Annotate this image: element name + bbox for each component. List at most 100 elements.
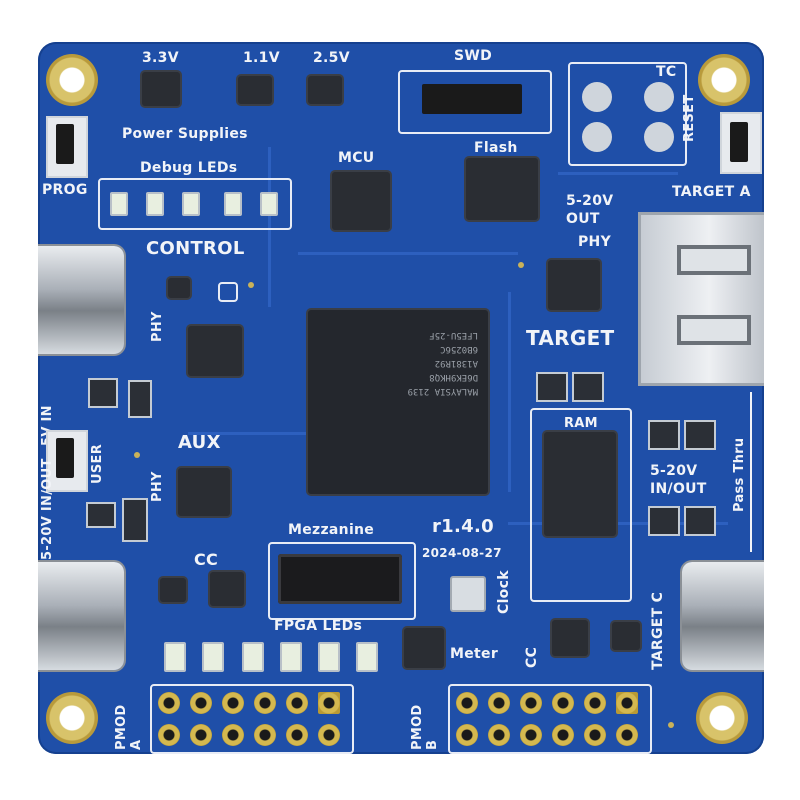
aux-usb-c-port[interactable]	[38, 562, 124, 670]
fpga-marking-line: A1381R92	[434, 358, 478, 368]
ram-chip	[544, 432, 616, 536]
pmod-pin	[222, 692, 244, 714]
regulator-3v3	[142, 72, 180, 106]
debug-leds-label: Debug LEDs	[140, 160, 238, 176]
usb-a-tongue	[677, 245, 751, 275]
pmod-pin	[520, 692, 542, 714]
aux-phy-chip	[178, 468, 230, 516]
rail-label-1v1: 1.1V	[243, 50, 280, 66]
pmod-b-header[interactable]	[452, 688, 648, 750]
control-label: CONTROL	[146, 238, 245, 259]
fpga-marking: MALAYSIA 2139 D6EK9HKQ8 A1381R92 6B0256C…	[328, 328, 478, 398]
fpga-led	[318, 642, 340, 672]
pmod-pin	[222, 724, 244, 746]
mezzanine-connector[interactable]	[278, 554, 402, 604]
capacitor	[648, 420, 680, 450]
via	[248, 282, 254, 288]
debug-led	[182, 192, 200, 216]
pmod-b-outline	[448, 684, 652, 754]
pmod-a-label: PMOD A	[114, 704, 144, 750]
target-c-label: TARGET C	[650, 591, 666, 670]
aux-label: AUX	[178, 432, 221, 453]
rail-label-3v3: 3.3V	[142, 50, 179, 66]
user-label: USER	[90, 443, 105, 484]
pmod-a-header[interactable]	[154, 688, 350, 750]
capacitor	[648, 506, 680, 536]
user-button[interactable]	[56, 438, 74, 478]
trace	[508, 522, 728, 525]
inductor	[128, 380, 152, 418]
target-c-usb-c-port[interactable]	[682, 562, 764, 670]
via	[668, 722, 674, 728]
tc-outline	[568, 62, 687, 166]
pmod-pin	[254, 692, 276, 714]
pmod-pin	[552, 692, 574, 714]
cc-label-left: CC	[194, 550, 219, 569]
target-a-label: TARGET A	[672, 184, 751, 200]
pmod-pin	[190, 724, 212, 746]
trace	[298, 252, 518, 255]
ram-label: RAM	[564, 416, 598, 431]
debug-led	[224, 192, 242, 216]
reset-button[interactable]	[730, 122, 748, 162]
inductor	[122, 498, 148, 542]
reset-label: RESET	[682, 94, 697, 142]
tc-pad[interactable]	[582, 82, 612, 112]
fpga-led	[242, 642, 264, 672]
test-pad-outline	[218, 282, 238, 302]
tc-pad[interactable]	[582, 122, 612, 152]
capacitor	[572, 372, 604, 402]
meter-chip	[404, 628, 444, 668]
clock-oscillator	[450, 576, 486, 612]
pmod-pin	[318, 724, 340, 746]
pmod-pin	[158, 692, 180, 714]
cc-chip-left	[210, 572, 244, 606]
small-chip	[168, 278, 190, 298]
pmod-pin	[616, 724, 638, 746]
diode	[88, 378, 118, 408]
pmod-b-label: PMOD B	[410, 704, 440, 750]
right-in-out-range-label: 5-20V IN/OUT	[650, 463, 707, 497]
small-chip	[612, 622, 640, 650]
pmod-pin	[552, 724, 574, 746]
mounting-hole-top-right	[698, 54, 750, 106]
trace	[268, 147, 271, 307]
fpga-marking-line: 6B0256C	[440, 344, 478, 354]
capacitor	[536, 372, 568, 402]
date-label: 2024-08-27	[422, 546, 502, 560]
pmod-pin	[456, 724, 478, 746]
cc-label-right: CC	[524, 646, 540, 668]
flash-label: Flash	[474, 140, 518, 156]
cc-chip-right	[552, 620, 588, 656]
control-usb-c-port[interactable]	[38, 246, 124, 354]
target-a-usb-a-port[interactable]	[638, 212, 764, 386]
tc-pad[interactable]	[644, 122, 674, 152]
pmod-pin	[488, 692, 510, 714]
trace	[188, 432, 308, 435]
pmod-a-outline	[150, 684, 354, 754]
debug-led	[146, 192, 164, 216]
target-phy-chip	[548, 260, 600, 310]
usb-a-tongue	[677, 315, 751, 345]
mounting-hole-bottom-left	[46, 692, 98, 744]
pmod-pin	[190, 692, 212, 714]
ram-outline	[530, 408, 632, 602]
pcb-board: 3.3V 1.1V 2.5V Power Supplies SWD TC RES…	[38, 42, 764, 754]
pmod-pin	[286, 692, 308, 714]
pmod-pin	[584, 724, 606, 746]
swd-connector[interactable]	[422, 84, 522, 114]
prog-button[interactable]	[56, 124, 74, 164]
control-phy-chip	[188, 326, 242, 376]
prog-label: PROG	[42, 182, 88, 198]
via	[134, 452, 140, 458]
regulator-1v1	[238, 76, 272, 104]
pmod-pin	[520, 724, 542, 746]
debug-led	[260, 192, 278, 216]
mezzanine-label: Mezzanine	[288, 522, 375, 538]
fpga-led	[280, 642, 302, 672]
fpga-marking-line: LFE5U-25F	[429, 330, 478, 340]
tc-pad[interactable]	[644, 82, 674, 112]
mezzanine-outline	[268, 542, 416, 620]
via	[518, 262, 524, 268]
pass-thru-label: Pass Thru	[732, 437, 747, 512]
